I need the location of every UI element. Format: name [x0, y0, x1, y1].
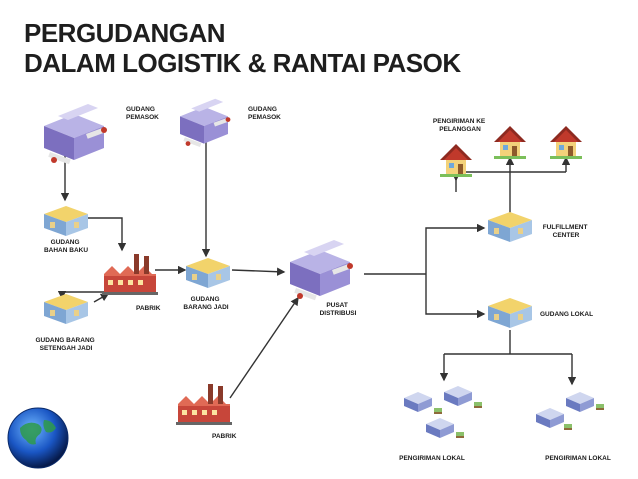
label-pengiriman-lokal-2: PENGIRIMAN LOKAL — [545, 455, 611, 462]
label-pusat-distribusi: PUSAT DISTRIBUSI — [320, 302, 357, 317]
arrow-pabrik2-to-pusat — [229, 296, 299, 399]
truck-icon — [404, 392, 432, 412]
truck-icon — [444, 386, 472, 406]
arrow-barang-jadi-to-pusat — [231, 267, 286, 276]
pallet-icon — [564, 424, 572, 430]
arrow-pusat-to-fulfillment — [425, 223, 486, 274]
supplier-warehouse-2-icon — [180, 98, 231, 147]
truck-icon — [426, 418, 454, 438]
label-gudang-pemasok-1: GUDANG PEMASOK — [126, 106, 159, 121]
fulfillment-center-icon — [488, 212, 532, 242]
local-warehouse-icon — [488, 298, 532, 328]
label-pengiriman-ke-pelanggan: PENGIRIMAN KE PELANGGAN — [433, 118, 487, 133]
label-gudang-bahan-baku: GUDANG BAHAN BAKU — [44, 239, 88, 254]
pallet-icon — [596, 404, 604, 410]
connector-lines — [57, 140, 577, 399]
factory-1-icon — [102, 254, 158, 295]
page-title-line-2: DALAM LOGISTIK & RANTAI PASOK — [24, 48, 461, 78]
house-2-icon — [494, 126, 526, 159]
local-delivery-cluster-2 — [536, 392, 604, 430]
arrow-pusat-to-gudang-lokal — [425, 274, 486, 319]
globe-icon — [7, 407, 69, 469]
local-delivery-cluster-1 — [404, 386, 482, 438]
supplier-warehouse-1-icon — [44, 104, 107, 165]
truck-icon — [566, 392, 594, 412]
pallet-icon — [474, 402, 482, 408]
raw-material-warehouse-icon — [44, 206, 88, 236]
label-gudang-barang-jadi: GUDANG BARANG JADI — [183, 296, 228, 311]
finished-goods-warehouse-icon — [186, 258, 230, 288]
pallet-icon — [456, 432, 464, 438]
semi-finished-warehouse-icon — [44, 294, 88, 324]
label-pengiriman-lokal-1: PENGIRIMAN LOKAL — [399, 455, 465, 462]
label-fulfillment-center: FULFILLMENT CENTER — [543, 224, 590, 239]
distribution-center-icon — [290, 240, 353, 301]
factory-2-icon — [176, 384, 232, 425]
label-gudang-lokal: GUDANG LOKAL — [540, 311, 593, 318]
truck-icon — [536, 408, 564, 428]
page-title-line-1: PERGUDANGAN — [24, 18, 226, 48]
label-pabrik-2: PABRIK — [212, 433, 237, 440]
label-gudang-setengah-jadi: GUDANG BARANG SETENGAH JADI — [35, 337, 96, 352]
pallet-icon — [434, 408, 442, 414]
arrow-setengah-jadi-to-pabrik — [93, 293, 110, 303]
arrow-bahan-baku-to-pabrik — [88, 217, 127, 252]
label-gudang-pemasok-2: GUDANG PEMASOK — [248, 106, 281, 121]
house-3-icon — [550, 126, 582, 159]
label-pabrik-1: PABRIK — [136, 305, 161, 312]
